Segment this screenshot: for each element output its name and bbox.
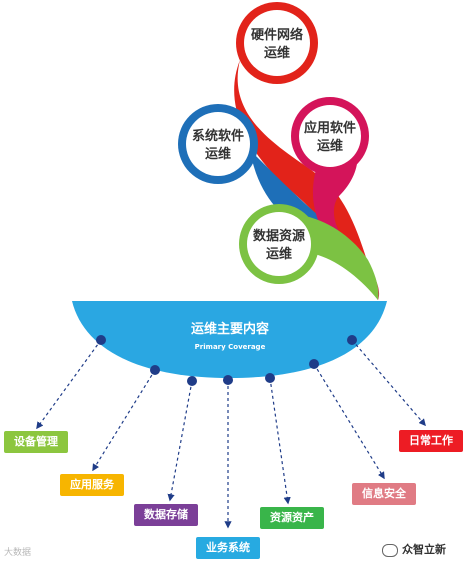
bubble-application-software: 应用软件 运维 [291, 97, 369, 175]
bubble-data-resource: 数据资源 运维 [239, 204, 319, 284]
bubble-face [299, 105, 361, 167]
bubble-label-1: 硬件网络 [251, 27, 303, 43]
connector-dots [96, 335, 357, 386]
wechat-icon [382, 543, 398, 557]
main-subtitle: Primary Coverage [195, 343, 266, 351]
bubble-label-1: 应用软件 [304, 120, 356, 136]
bubble-label-2: 运维 [264, 45, 290, 61]
main-title: 运维主要内容 [191, 321, 269, 337]
dot [347, 335, 357, 345]
bubble-label-2: 运维 [317, 138, 343, 154]
arrow-device-mgmt [36, 339, 102, 430]
ribbon-green [298, 215, 379, 300]
arrow-info-security [313, 363, 385, 480]
bubble-hardware-network: 硬件网络 运维 [236, 2, 318, 84]
tag-daily-work: 日常工作 [399, 430, 463, 452]
main-bowl-shape [72, 301, 387, 378]
watermark-right: 众智立新 [382, 541, 446, 557]
connectors [36, 339, 426, 529]
arrow-resource-asset [269, 377, 291, 505]
arrow-app-service [92, 369, 156, 472]
bubble-system-software: 系统软件 运维 [178, 104, 258, 184]
bubble-face [244, 10, 310, 76]
tag-data-storage: 数据存储 [134, 504, 198, 526]
tag-resource-asset: 资源资产 [260, 507, 324, 529]
main-coverage-bowl: 运维主要内容 Primary Coverage [72, 301, 387, 378]
bubble-face [247, 212, 311, 276]
bubble-label-2: 运维 [266, 246, 292, 262]
tag-application-service: 应用服务 [60, 474, 124, 496]
dot [150, 365, 160, 375]
arrow-data-storage [167, 380, 193, 502]
watermark-left: 大数据 [4, 548, 32, 558]
tag-device-management: 设备管理 [4, 431, 68, 453]
dot [96, 335, 106, 345]
tag-info-security: 信息安全 [352, 483, 416, 505]
bubble-label-1: 数据资源 [253, 228, 305, 244]
arrow-daily-work [351, 339, 426, 427]
watermark-right-text: 众智立新 [402, 543, 446, 556]
dot [309, 359, 319, 369]
bubble-face [186, 112, 250, 176]
bubble-label-2: 运维 [205, 146, 231, 162]
dot [187, 376, 197, 386]
dot [265, 373, 275, 383]
bubble-label-1: 系统软件 [192, 128, 244, 144]
tag-business-system: 业务系统 [196, 537, 260, 559]
dot [223, 375, 233, 385]
